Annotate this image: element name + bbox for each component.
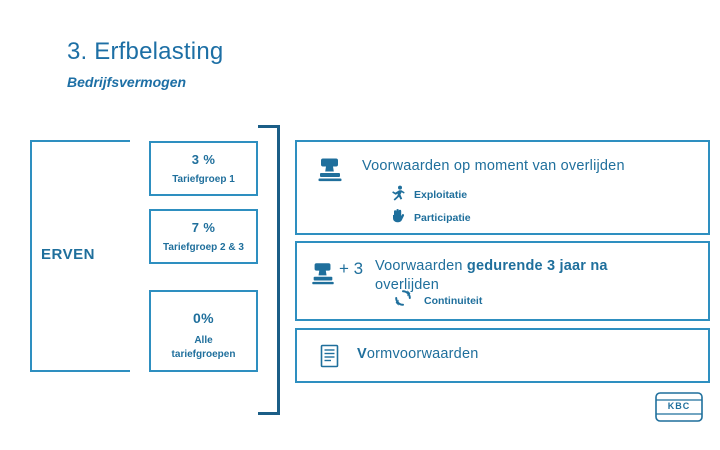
kbc-logo-text: KBC	[667, 401, 691, 411]
stamp-icon	[315, 154, 345, 189]
cycle-arrows-icon	[393, 288, 413, 313]
tariff-box-2: 7 % Tariefgroep 2 & 3	[149, 209, 258, 264]
hand-icon	[390, 208, 406, 229]
tariff-name-1: Tariefgroep 1	[172, 174, 235, 185]
stamp-icon	[309, 259, 337, 292]
panel-a-title: Voorwaarden op moment van overlijden	[362, 158, 625, 174]
panel-a-item-exploitatie: Exploitatie	[414, 189, 468, 201]
tariff-name-2: Tariefgroep 2 & 3	[163, 242, 244, 253]
panel-b-plus-label: + 3	[339, 259, 364, 278]
person-running-icon	[390, 185, 406, 206]
tariff-box-1: 3 % Tariefgroep 1	[149, 141, 258, 196]
document-icon	[319, 344, 341, 373]
kbc-logo: KBC	[655, 392, 703, 422]
erven-bracket-box	[30, 140, 130, 372]
page-subtitle: Bedrijfsvermogen	[67, 74, 187, 90]
bracket-connector	[258, 125, 280, 415]
page-title: 3. Erfbelasting	[67, 38, 224, 65]
panel-voorwaarden-overlijden: Voorwaarden op moment van overlijden Exp…	[295, 140, 710, 235]
tariff-percent-3: 0%	[192, 310, 215, 326]
panel-b-item-continuiteit: Continuiteit	[424, 295, 483, 307]
tariff-percent-2: 7 %	[191, 220, 216, 235]
erven-label: ERVEN	[41, 246, 95, 263]
tariff-percent-1: 3 %	[191, 152, 216, 167]
panel-vormvoorwaarden: Vormvoorwaarden	[295, 328, 710, 383]
panel-a-item-participatie: Participatie	[414, 212, 471, 224]
panel-c-title: Vormvoorwaarden	[357, 346, 479, 362]
